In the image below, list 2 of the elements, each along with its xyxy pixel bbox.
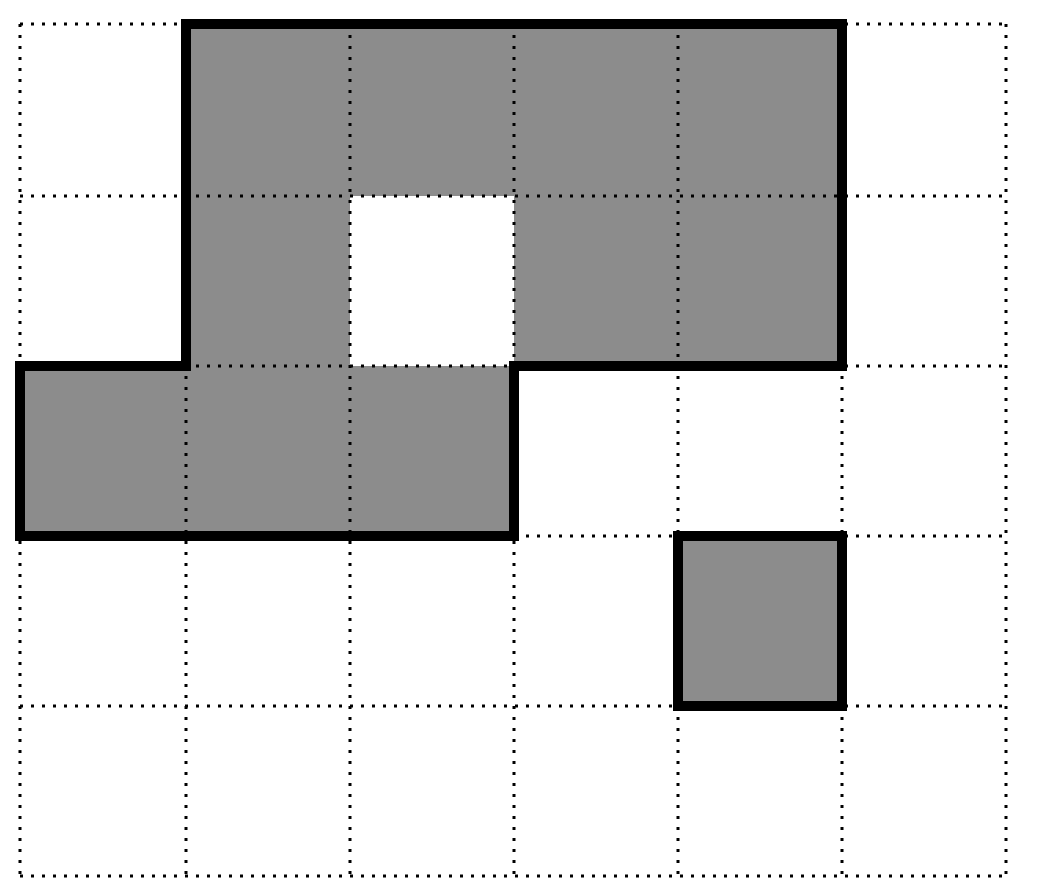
shaded-square [673, 531, 847, 711]
shaded-region [15, 19, 847, 541]
